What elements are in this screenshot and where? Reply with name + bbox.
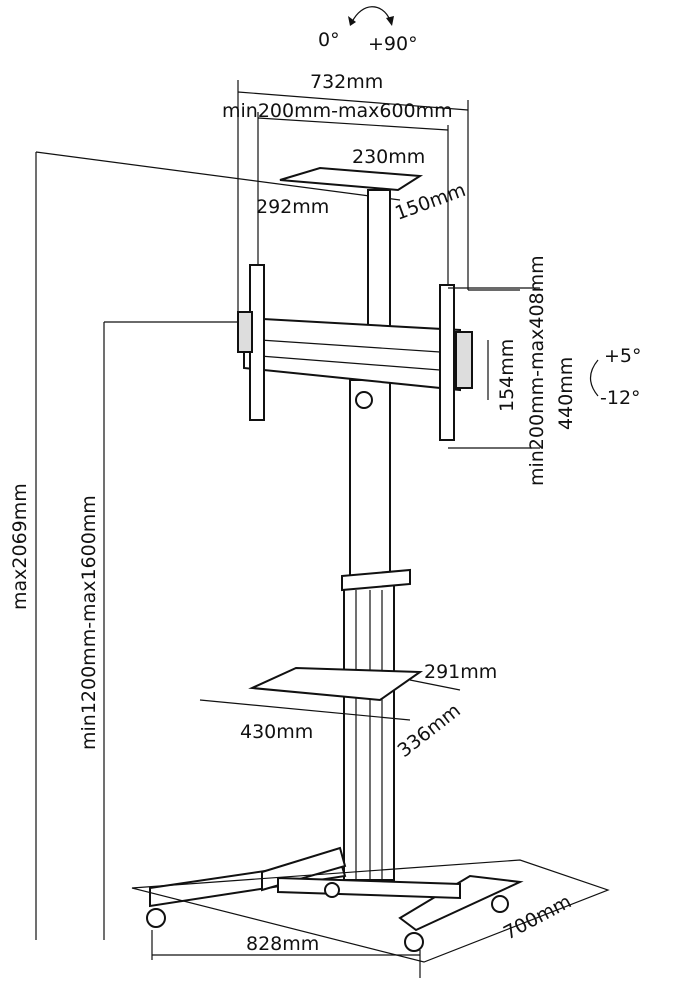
bracket-total-height-label: 440mm — [555, 357, 577, 430]
media-shelf — [248, 666, 424, 702]
caster-wheel — [404, 932, 424, 952]
base-crossbar — [277, 876, 461, 900]
shelf-width-back-label: 291mm — [424, 661, 497, 683]
rotation-end-label: +90° — [368, 33, 418, 55]
caster-wheel — [491, 895, 509, 913]
middle-column — [349, 379, 391, 581]
caster-wheel — [146, 908, 166, 928]
top-plate-depth-left-label: 292mm — [256, 196, 329, 218]
vesa-arm-right — [439, 284, 455, 441]
rotation-arrow-icon — [351, 6, 391, 23]
tilt-down-label: -12° — [600, 387, 641, 409]
column-clamp — [341, 568, 411, 592]
caster-wheel — [324, 882, 340, 898]
rotation-start-label: 0° — [318, 29, 340, 51]
vesa-horizontal-range-label: min200mm-max600mm — [222, 100, 453, 122]
max-height-label: max2069mm — [9, 483, 31, 610]
shelf-depth-label: 336mm — [394, 699, 465, 761]
tilt-arrow-icon — [589, 359, 599, 397]
base-width-label: 828mm — [246, 933, 319, 955]
shelf-width-label: 430mm — [240, 721, 313, 743]
vesa-vertical-range-label: min200mm-max408mm — [526, 255, 548, 486]
lower-column — [343, 579, 395, 881]
top-plate — [279, 166, 424, 192]
upper-column — [367, 189, 391, 331]
tilt-up-label: +5° — [604, 345, 642, 367]
bracket-height-label: 154mm — [496, 339, 518, 412]
mounting-crossbar — [243, 316, 461, 392]
center-height-range-label: min1200mm-max1600mm — [78, 495, 100, 750]
top-plate-width-label: 230mm — [352, 146, 425, 168]
base-depth-label: 700mm — [500, 891, 575, 945]
vesa-width-label: 732mm — [310, 71, 383, 93]
